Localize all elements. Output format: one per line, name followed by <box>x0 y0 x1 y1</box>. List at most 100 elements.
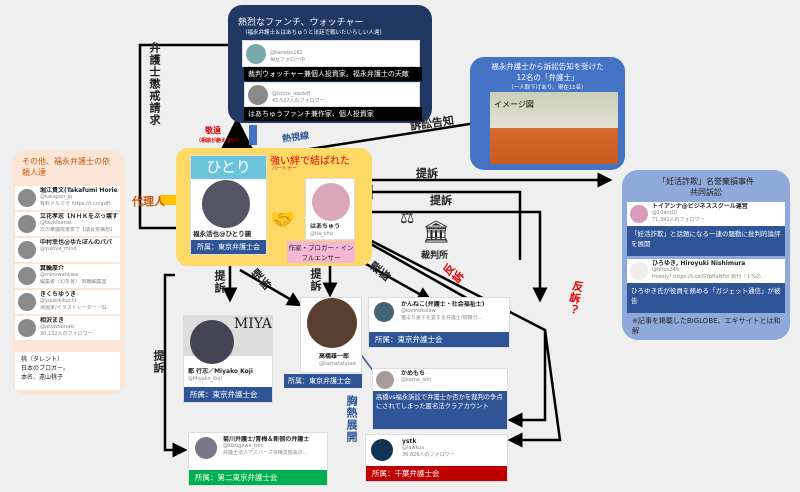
label-disciplinary: 弁護士懲戒請求 <box>148 42 161 126</box>
note-line: 桃（タレント） <box>21 356 64 363</box>
fan-handle: @ichiro_leadoff <box>272 91 311 97</box>
client-bio: 編集者（幻冬舎） 箕輪編集室 <box>40 279 107 285</box>
image-label: イメージ図 <box>494 100 534 109</box>
kikugawa-affiliation: 所属：第二東京弁護士会 <box>189 470 327 485</box>
fan-desc-2: はあちゅうファンチ兼作家、個人投資家 <box>244 107 422 121</box>
kanneko-bio: 猫より妻子を愛する弁護士/樹籍分… <box>401 315 483 321</box>
miyako-handle: @Miyako_Koji <box>188 376 222 382</box>
joint-handle: @hirox246 <box>652 267 679 273</box>
fans-subtitle: （福永弁護士＆はあちゅうと法廷で戦いたいらしい人達） <box>242 30 386 36</box>
label-agent: 代理人 <box>132 195 165 208</box>
haachu-handle: @ha_chu <box>310 231 333 237</box>
client-name: 堀江貴文(Takafumi Horie) <box>40 187 118 194</box>
takahashi-name: 高橋雄一郎 <box>319 353 350 360</box>
ystk-meta: 36,826人のフォロワー <box>402 452 455 458</box>
takahashi-handle: @kamatatylaw <box>319 361 357 367</box>
client-handle: @minowanowa <box>40 272 79 278</box>
avatar <box>18 293 36 311</box>
notice-title2: 12名の「弁護士」 <box>516 73 579 82</box>
joint-note: ※記事を掲載したBIGLOBE、エキサイトとは和解 <box>632 317 781 335</box>
fukunaga-name: 福永活也@ひとり親 <box>193 230 252 238</box>
fan-handle: @kanebo162 <box>270 50 303 56</box>
fan-desc-1: 裁判ウォッチャー兼個人投資家。福永弁護士の天敵 <box>244 67 422 81</box>
handshake-icon: 🤝 <box>270 207 295 231</box>
kikugawa-handle: @kikugawa_ben <box>223 443 264 449</box>
client-name: 中村幸也@ゆたぼんのパパ <box>40 239 113 246</box>
label-sue: 提訴 <box>213 270 226 294</box>
kamemochi-name: かめもち <box>401 370 426 377</box>
label-sue: 提訴 <box>152 350 165 374</box>
haachu-card[interactable]: はあちゅう @ha_chu <box>305 178 355 240</box>
avatar <box>18 215 36 233</box>
client-item[interactable]: 立花孝志【ＮＨＫをぶっ壊す！】@tachibanat次の衆議院選挙で【議会党構想… <box>15 212 120 236</box>
miyako-card[interactable]: MIYA 都 行志／Miyako Koji @Miyako_Koji 所属：東京… <box>183 315 273 403</box>
kanneko-name: かんねこ(弁護士・社会福祉士) <box>401 301 485 308</box>
client-name: 相沢まき <box>40 317 65 324</box>
fan-meta: 相互フォロー中 <box>270 57 306 63</box>
kamemochi-card[interactable]: かめもち@kame_ishi 高橋vs福永訴訟で弁護士か否かを裁判の争点にされて… <box>372 368 508 430</box>
kamemochi-handle: @kame_ishi <box>401 377 431 383</box>
takahashi-card[interactable]: 高橋雄一郎 @kamatatylaw <box>300 297 362 373</box>
notice-title: 福永弁護士から訴訟告知を受けた <box>491 62 604 71</box>
joint-handle: @10anj10 <box>652 210 678 216</box>
client-name: きくちゆうき <box>40 291 77 298</box>
miyako-affiliation: 所属：東京弁護士会 <box>184 387 272 402</box>
kikugawa-name: 菊川弁護士/青梅＆新宿の弁護士 <box>223 436 310 443</box>
kikugawa-bio: 弁護士法人アズバーズ青梅支部長の… <box>223 450 308 456</box>
client-bio: 次の衆議院選挙で【議会党構想】 <box>40 227 116 233</box>
arrow-disciplinary <box>138 43 228 236</box>
haachu-role: 作家・ブロガー・インフルエンサー <box>287 241 355 263</box>
label-enthusiastic: 胸熱展開 <box>345 395 358 443</box>
kanneko-affiliation: 所属：東京弁護士会 <box>369 332 509 347</box>
label-sue: 提訴 <box>309 268 322 292</box>
ystk-affiliation: 所属：千葉弁護士会 <box>366 466 507 481</box>
client-item[interactable]: 中村幸也@ゆたぼんのパパ@yukiya_mind <box>15 238 120 262</box>
joint-name: ひろゆき, Hiroyuki Nishimura <box>652 260 746 267</box>
joint-desc: ひろゆき氏が役員を務める「ガジェット通信」が被告 <box>627 283 785 313</box>
client-handle: @takapon_jp <box>40 194 73 200</box>
client-handle: @yukiya_mind <box>40 246 77 252</box>
partner-title: 強い絆で結ばれた <box>270 156 350 167</box>
hitori-banner: ひとり <box>191 156 266 179</box>
joint-title: 「妊活詐欺」名誉棄損事件 <box>658 177 754 186</box>
lawsuit-notice-box: 福永弁護士から訴訟告知を受けた 12名の「弁護士」 （一人取下げあり。現在11名… <box>470 57 625 170</box>
joint-meta: 71,391人のフォロワー <box>652 217 705 223</box>
fan-name: 福永活也被害者の会、代表幹事山口三尊を名乗る人物 <box>270 43 415 50</box>
fukunaga-card[interactable]: ひとり 福永活也@ひとり親 所属：東京弁護士会 <box>190 155 267 255</box>
fans-box: 熱烈なファンチ、ウォッチャー （福永弁護士＆はあちゅうと法廷で戦いたいらしい人達… <box>228 5 432 123</box>
kamemochi-desc: 高橋vs福永訴訟で弁護士か否かを裁判の争点にされてしまった匿名法クラアカウント <box>373 391 507 429</box>
clients-title: その他、福永弁護士の依頼人達 <box>22 157 110 177</box>
avatar <box>18 267 36 285</box>
label-court: 裁判所 <box>421 251 449 261</box>
joint-name: トイアンナ@ビジネススクール運営 <box>652 203 748 210</box>
miyako-name: 都 行志／Miyako Koji <box>188 368 253 375</box>
client-name: 立花孝志【ＮＨＫをぶっ壊す！】 <box>40 213 118 220</box>
fan-name: 山本一郎（Ichiro Yamamoto） <box>272 84 365 91</box>
fans-title: 熱烈なファンチ、ウォッチャー <box>238 18 364 28</box>
client-name: 箕輪厚介 <box>40 265 65 272</box>
joint-meta: Howdy? https://t.co/GYbffaNFoI 新刊『１%の… <box>652 274 766 280</box>
courthouse-icon: 🏛 <box>422 220 450 245</box>
client-bio: 漫画家/イラストレーター「SL <box>40 305 108 311</box>
client-bio: 30,132人のフォロワー <box>40 331 93 337</box>
fan-meta: 45,522人のフォロワー <box>272 98 325 104</box>
client-handle: @yuukikikuchi <box>40 298 77 304</box>
note-line: 本名、遠山桃子 <box>21 374 64 381</box>
client-handle: @aizawamaki <box>40 324 75 330</box>
partner-sub: パートナー <box>272 166 298 172</box>
scales-icon: ⚖ <box>400 208 415 227</box>
label-sue: 提訴 <box>430 194 452 207</box>
joint-title2: 共同訴訟 <box>690 188 722 197</box>
avatar <box>18 189 36 207</box>
